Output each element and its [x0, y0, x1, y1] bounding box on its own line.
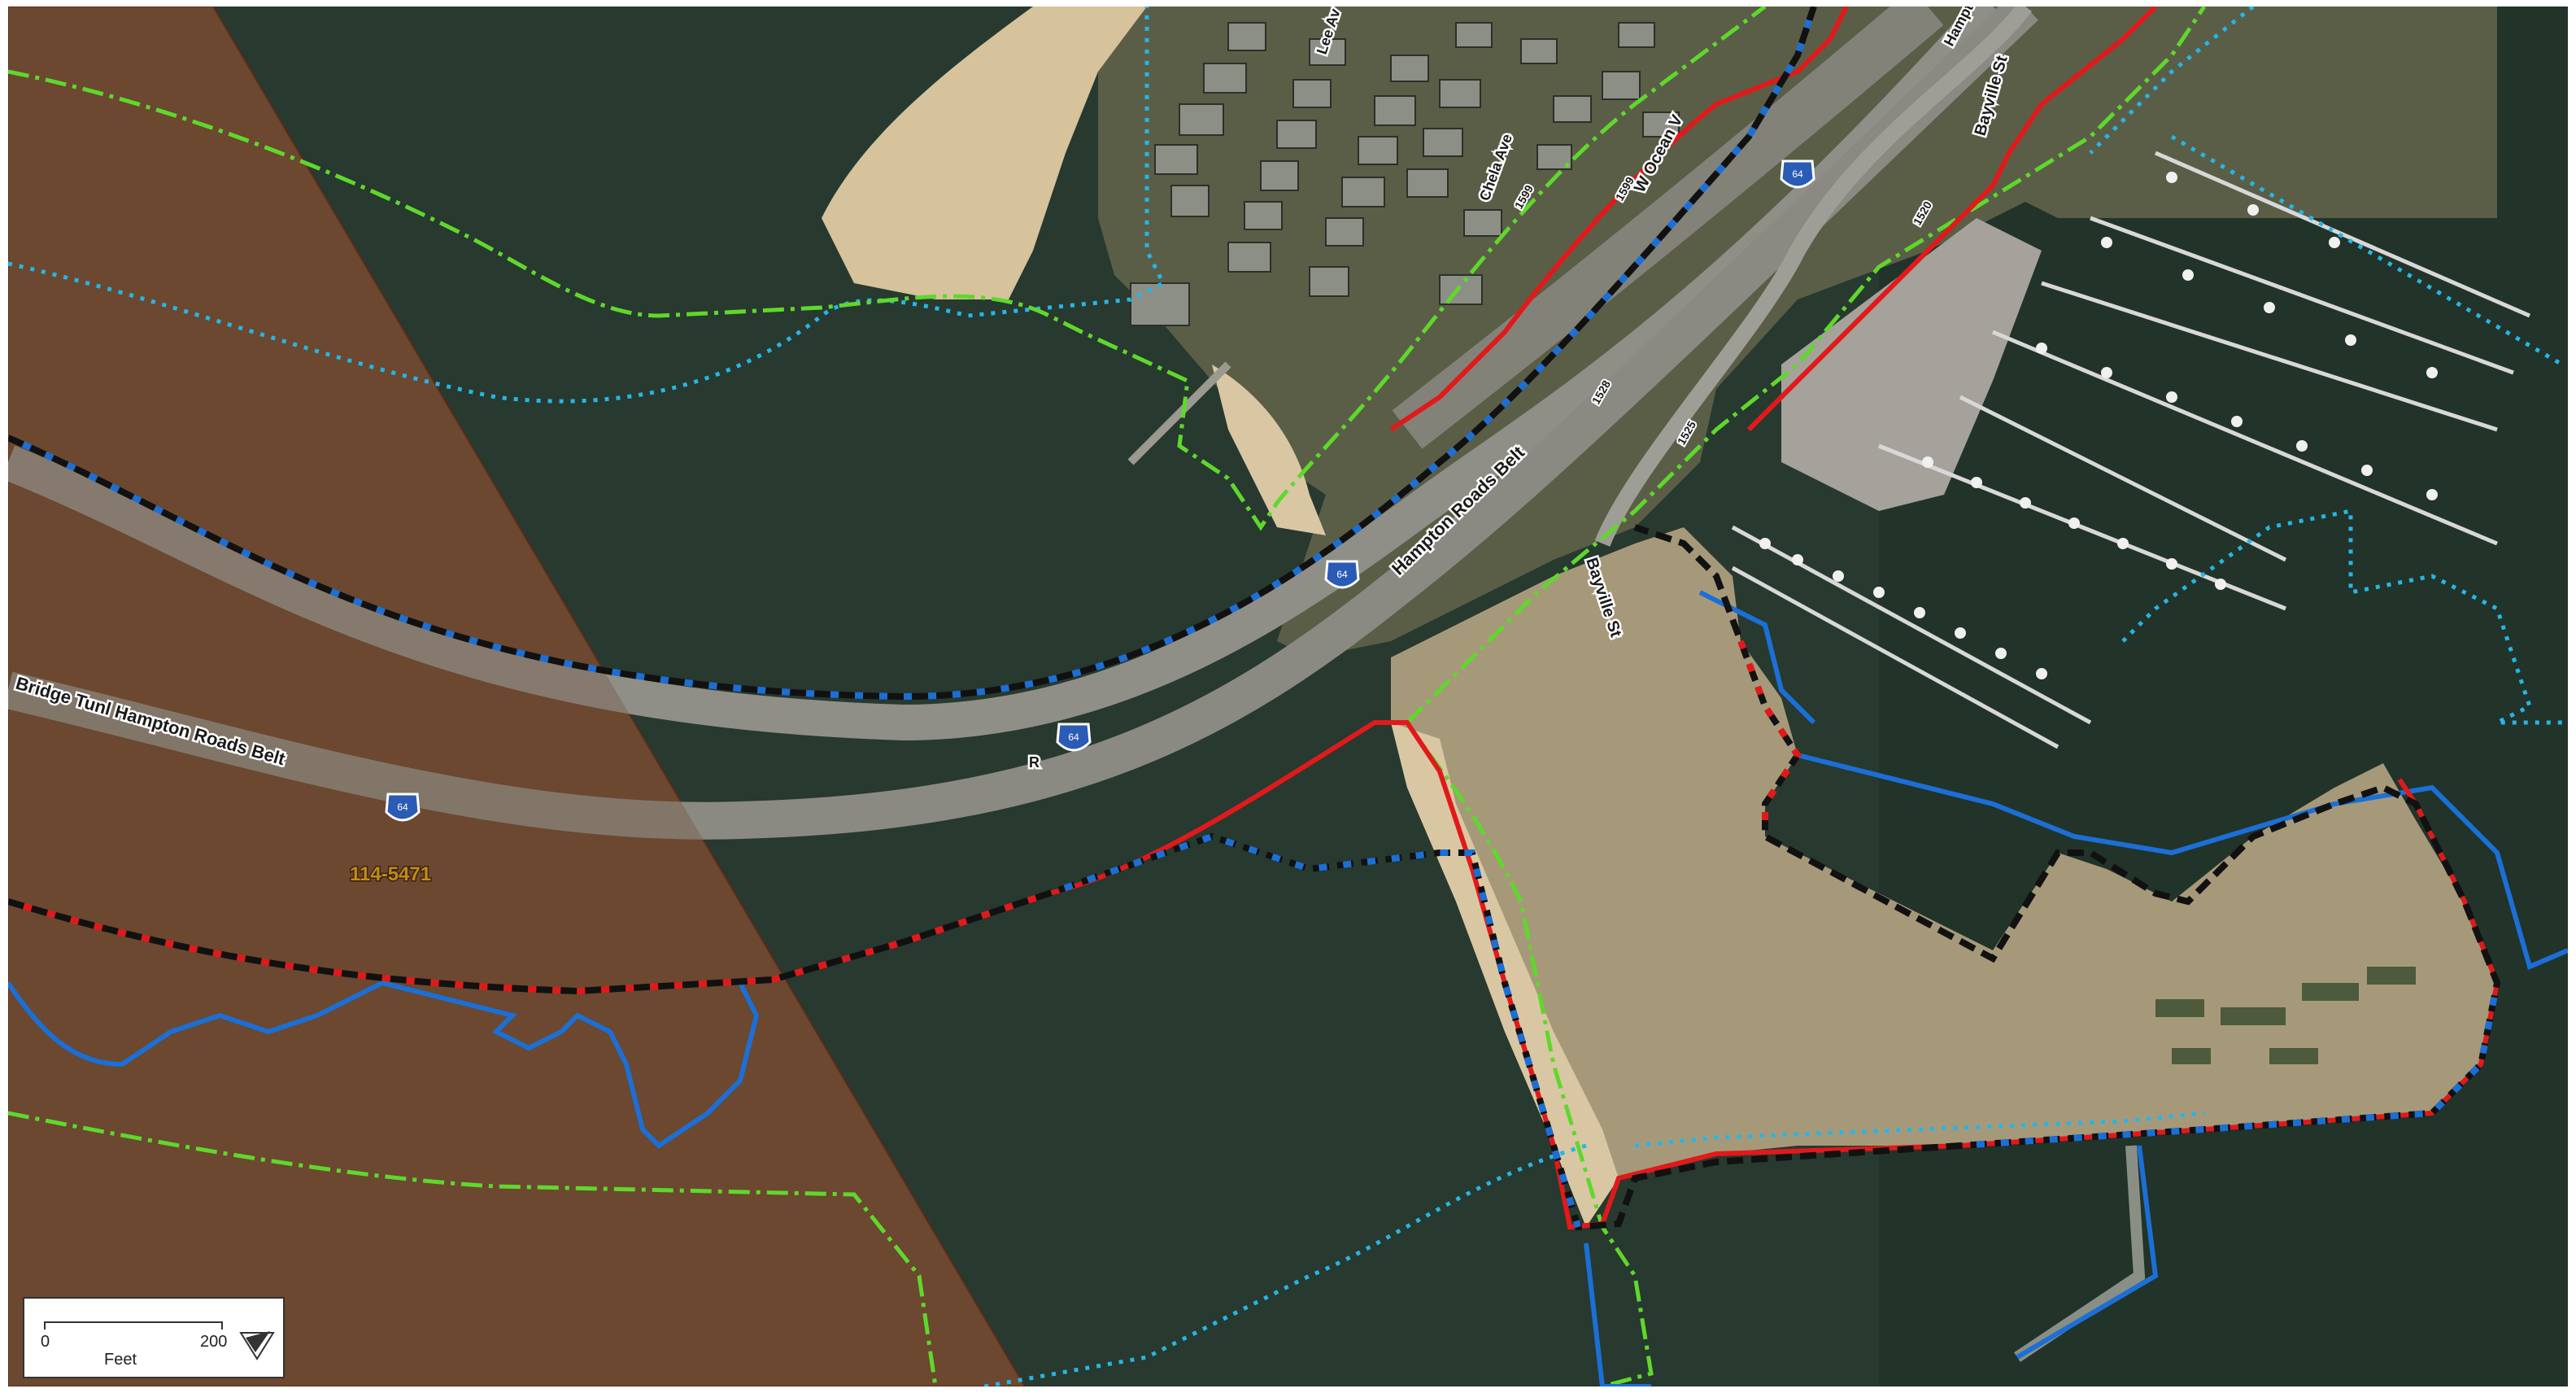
interstate-shield-3: 64 [385, 793, 421, 822]
boats [1759, 172, 2438, 679]
scale-bar [44, 1321, 223, 1330]
north-arrow-icon [239, 1331, 275, 1360]
fishing-pier [1127, 361, 1231, 465]
black-dashed-boundaries [8, 7, 2501, 1231]
ruins [2155, 967, 2416, 1064]
shaded-zone-114-5471 [8, 7, 1026, 1386]
highway-northeast [1392, 7, 1944, 449]
interstate-shield-4: 64 [1780, 159, 1815, 189]
houses [1130, 22, 1680, 326]
scale-unit-label: Feet [104, 1351, 137, 1369]
shield-number: 64 [1068, 731, 1079, 743]
blue-dash-overlay [8, 7, 2500, 1229]
cyan-dotted-boundaries [8, 7, 2564, 1386]
interstate-shield-2: 64 [1056, 723, 1092, 752]
bridge-lower [8, 7, 2038, 840]
shield-number: 64 [1336, 569, 1348, 580]
aerial-map[interactable]: 64 64 64 64 Bridge Tunl Hampton Roads Be… [8, 7, 2568, 1386]
scale-min-label: 0 [41, 1333, 50, 1351]
zone-id-label: 114-5471 [350, 863, 431, 885]
map-viewport[interactable]: 64 64 64 64 Bridge Tunl Hampton Roads Be… [8, 7, 2568, 1386]
label-bridge-fragment: R [1029, 754, 1040, 771]
scale-max-label: 200 [200, 1333, 228, 1351]
shield-number: 64 [1792, 168, 1803, 180]
jetty [2014, 1145, 2146, 1362]
land-south-peninsula [1391, 527, 2497, 1227]
beach-north [822, 7, 1147, 299]
blue-shoreline-boundaries [8, 590, 2568, 1386]
red-dash-overlay [8, 640, 1802, 995]
beach-north-spit [1212, 365, 1326, 535]
interstate-shield-1: 64 [1324, 560, 1360, 589]
scale-bar-legend: 0 200 Feet [23, 1297, 285, 1378]
bayville-st [1594, 7, 2032, 547]
parking-lot [1781, 218, 2042, 511]
shield-number: 64 [397, 801, 408, 813]
shaded-zone-overlay [8, 7, 1025, 1386]
